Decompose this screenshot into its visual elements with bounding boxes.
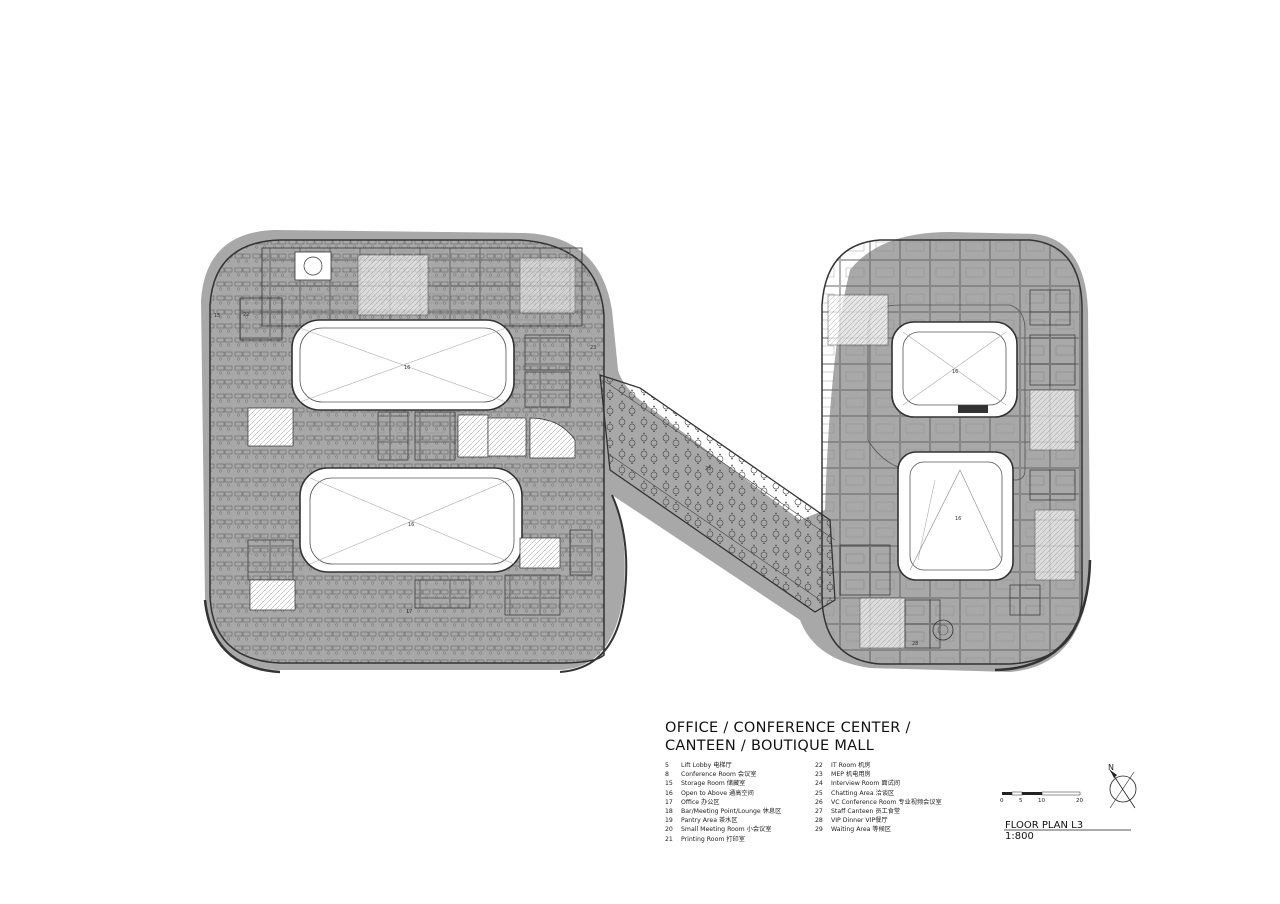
scale-bar [1002,791,1081,796]
void-label-upper-right: 16 [952,369,958,375]
scale-tick-0: 0 [1000,798,1004,804]
void-label-lower-left: 16 [408,522,414,528]
floor-plan-name: FLOOR PLAN L3 [1005,820,1084,831]
scale-tick-10: 10 [1038,798,1045,804]
void-label-upper-left: 16 [404,365,410,371]
it-label: 22 [243,312,249,318]
circulation-right [867,304,1026,481]
north-arrow [1109,769,1137,809]
drawing-title-line2: CANTEEN / BOUTIQUE MALL [665,738,875,754]
storage-label: 15 [214,313,220,319]
drawing-title-line1: OFFICE / CONFERENCE CENTER / [665,720,911,736]
office-label: 17 [406,609,412,615]
floor-plan-scale: 1:800 [1005,831,1034,842]
chatting-label: 25 [705,466,711,472]
void-label-lower-right: 16 [955,516,961,522]
north-label: N [1108,763,1114,772]
scale-tick-20: 20 [1076,798,1083,804]
diagonal-connector [599,374,836,613]
scale-tick-5: 5 [1019,798,1023,804]
mep-label: 23 [590,345,596,351]
vip-label: 28 [912,641,918,647]
